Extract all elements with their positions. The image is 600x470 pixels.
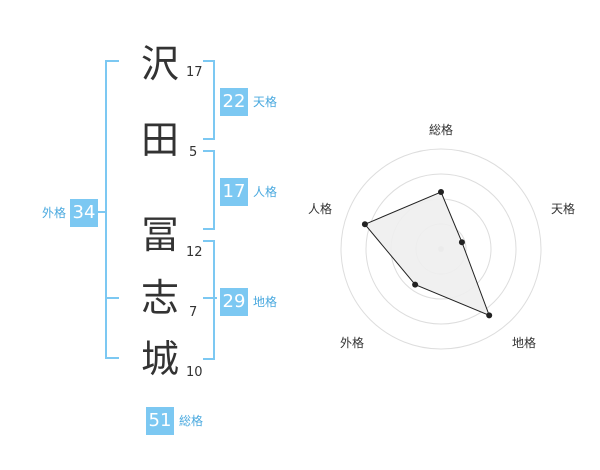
radar-point bbox=[361, 221, 368, 228]
gaikaku-bracket-stem bbox=[96, 211, 106, 213]
gaikaku-value: 34 bbox=[70, 199, 98, 227]
stroke-count-2: 5 bbox=[189, 145, 198, 160]
radar-point bbox=[438, 189, 444, 195]
radar-axis-label-tenkaku: 天格 bbox=[551, 201, 575, 216]
radar-grid-ring bbox=[365, 173, 517, 325]
chikaku-bracket-tick bbox=[203, 297, 217, 299]
radar-grid-ring bbox=[340, 148, 542, 350]
radar-point bbox=[412, 281, 419, 288]
stroke-count-4: 7 bbox=[189, 305, 198, 320]
jinkaku-label: 人格 bbox=[253, 185, 278, 199]
soukaku-label: 総格 bbox=[179, 414, 204, 428]
name-char-5: 城 bbox=[140, 337, 179, 381]
radar-axis-label-chikaku: 地格 bbox=[512, 335, 536, 350]
stroke-count-5: 10 bbox=[186, 365, 203, 380]
tenkaku-bracket bbox=[203, 60, 215, 140]
jinkaku-value: 17 bbox=[220, 178, 248, 206]
chikaku-label: 地格 bbox=[253, 295, 278, 309]
stroke-count-3: 12 bbox=[186, 245, 203, 260]
radar-polygon bbox=[364, 191, 491, 317]
tenkaku-label: 天格 bbox=[253, 95, 278, 109]
gaikaku-label: 外格 bbox=[42, 206, 67, 220]
name-char-4: 志 bbox=[140, 276, 179, 320]
jinkaku-bracket bbox=[203, 150, 215, 230]
name-char-3: 冨 bbox=[140, 213, 179, 257]
radar-point bbox=[486, 312, 493, 319]
name-char-1: 沢 bbox=[140, 42, 179, 86]
gaikaku-bracket-tick bbox=[105, 297, 119, 299]
radar-axis-label-soukaku: 総格 bbox=[429, 122, 453, 137]
stroke-count-1: 17 bbox=[186, 65, 203, 80]
radar-axis-label-jinkaku: 人格 bbox=[308, 201, 332, 216]
tenkaku-value: 22 bbox=[220, 88, 248, 116]
chikaku-bracket bbox=[203, 240, 215, 360]
radar-axis-label-gaikaku: 外格 bbox=[340, 335, 364, 350]
chikaku-value: 29 bbox=[220, 288, 248, 316]
gaikaku-bracket bbox=[105, 60, 119, 359]
soukaku-value: 51 bbox=[146, 407, 174, 435]
name-char-2: 田 bbox=[140, 118, 179, 162]
radar-point bbox=[458, 239, 465, 246]
